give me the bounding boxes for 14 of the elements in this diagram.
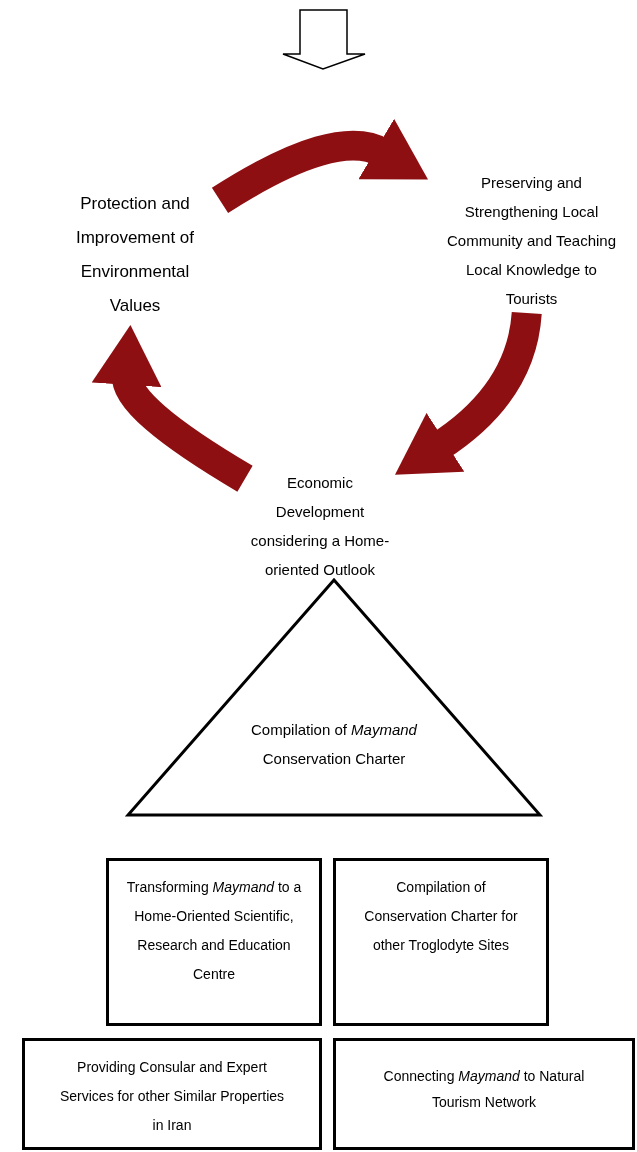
node-label: Transforming Maymand to a Home-Oriented Scientific, Research and Education Centre <box>125 878 303 984</box>
node-label: Providing Consular and Expert Services for other Similar Properties in Iran <box>58 1058 286 1135</box>
node-label: Compilation of Maymand Conservation Charter <box>250 720 418 769</box>
text-box <box>22 1038 322 1150</box>
node-label: Economic Development considering a Home-oriented Outlook <box>249 473 391 580</box>
text-box <box>106 858 322 1026</box>
node-label: Compilation of Conservation Charter for other Troglodyte Sites <box>363 878 519 955</box>
curved-arrow <box>92 325 253 492</box>
triangle-shape <box>125 578 543 818</box>
text-box <box>333 858 549 1026</box>
node-label: Preserving and Strengthening Local Community and Teaching Local Knowledge to Tourists <box>446 173 617 309</box>
node-label: Protection and Improvement of Environmental Values <box>74 193 196 317</box>
node-label: Connecting Maymand to Natural Tourism Network <box>382 1067 586 1112</box>
text-box <box>333 1038 635 1150</box>
